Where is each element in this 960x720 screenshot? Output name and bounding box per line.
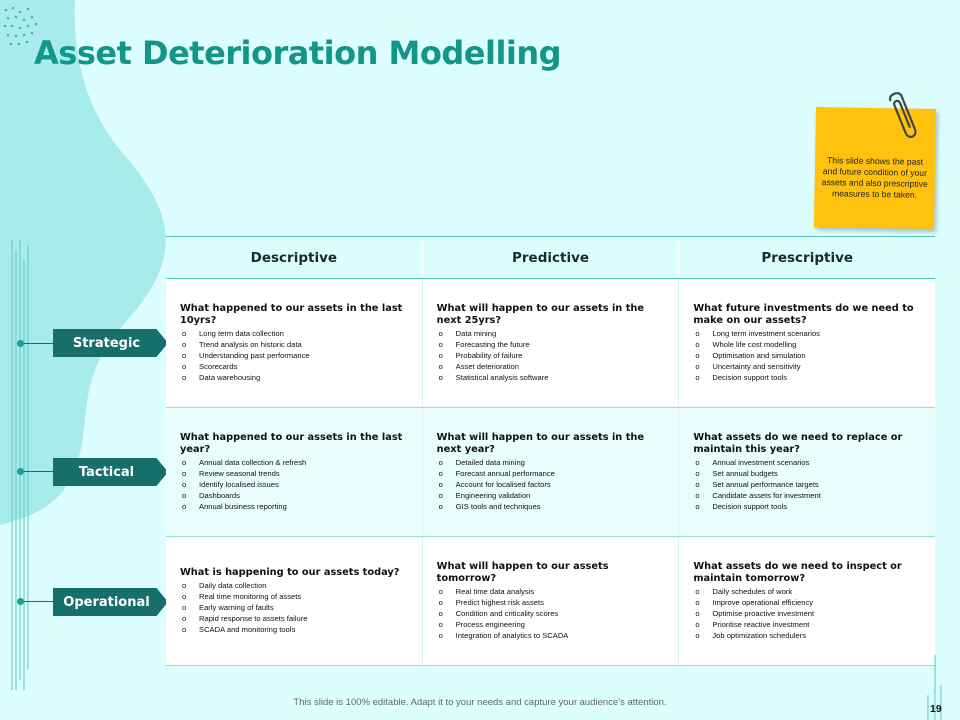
cell-list: Long term investment scenarios Whole lif… — [693, 328, 927, 383]
list-item: Statistical analysis software — [437, 372, 671, 383]
cell-question: What happened to our assets in the last … — [180, 303, 403, 326]
list-item: Optimise proactive investment — [693, 608, 927, 619]
table-cell: What will happen to our assets in the ne… — [421, 408, 679, 536]
list-item: Identify localised issues — [180, 479, 414, 490]
list-item: Dashboards — [180, 490, 414, 501]
list-item: Engineering validation — [437, 490, 671, 501]
footer-text: This slide is 100% editable. Adapt it to… — [293, 697, 667, 708]
list-item: Asset deterioration — [437, 361, 671, 372]
row-label-operational: Operational — [53, 588, 168, 616]
list-item: Long term data collection — [180, 328, 414, 339]
table-row-strategic: What happened to our assets in the last … — [166, 279, 935, 408]
cell-question: What assets do we need to replace or mai… — [693, 432, 903, 455]
background-blob — [0, 0, 166, 525]
list-item: Annual data collection & refresh — [180, 457, 414, 468]
cell-list: Daily schedules of work Improve operatio… — [693, 586, 927, 641]
list-item: SCADA and monitoring tools — [180, 624, 414, 635]
corner-lines-decoration — [927, 655, 942, 720]
table-cell: What happened to our assets in the last … — [166, 279, 422, 407]
deterioration-table: Descriptive Predictive Prescriptive What… — [166, 236, 935, 666]
list-item: Prioritise reactive investment — [693, 619, 927, 630]
list-item: Optimisation and simulation — [693, 350, 927, 361]
cell-list: Real time data analysis Predict highest … — [437, 586, 671, 641]
list-item: Daily data collection — [180, 580, 414, 591]
vertical-lines-decoration — [11, 240, 29, 690]
list-item: Data warehousing — [180, 372, 414, 383]
cell-list: Annual data collection & refresh Review … — [180, 457, 414, 512]
list-item: Scorecards — [180, 361, 414, 372]
cell-list: Data mining Forecasting the future Proba… — [437, 328, 671, 383]
list-item: Probability of failure — [437, 350, 671, 361]
list-item: GIS tools and techniques — [437, 501, 671, 512]
table-row-tactical: What happened to our assets in the last … — [166, 408, 935, 537]
paperclip-icon — [888, 92, 917, 138]
column-header-descriptive: Descriptive — [250, 249, 338, 266]
list-item: Early warning of faults — [180, 602, 414, 613]
list-item: Data mining — [437, 328, 671, 339]
cell-list: Detailed data mining Forecast annual per… — [437, 457, 671, 512]
strategic-connector — [17, 340, 54, 347]
page-number: 19 — [930, 703, 942, 715]
cell-question: What will happen to our assets in the ne… — [436, 432, 644, 455]
list-item: Understanding past performance — [180, 350, 414, 361]
list-item: Account for localised factors — [437, 479, 671, 490]
list-item: Set annual performance targets — [693, 479, 927, 490]
list-item: Improve operational efficiency — [693, 597, 927, 608]
table-cell: What will happen to our assets in the ne… — [421, 279, 679, 407]
cell-list: Annual investment scenarios Set annual b… — [693, 457, 927, 512]
list-item: Process engineering — [437, 619, 671, 630]
list-item: Review seasonal trends — [180, 468, 414, 479]
list-item: Integration of analytics to SCADA — [437, 630, 671, 641]
table-cell: What happened to our assets in the last … — [166, 408, 422, 536]
row-label-strategic: Strategic — [53, 329, 168, 357]
list-item: Daily schedules of work — [693, 586, 927, 597]
list-item: Forecast annual performance — [437, 468, 671, 479]
list-item: Predict highest risk assets — [437, 597, 671, 608]
cell-question: What assets do we need to inspect or mai… — [693, 561, 902, 584]
list-item: Uncertainty and sensitivity — [693, 361, 927, 372]
list-item: Annual business reporting — [180, 501, 414, 512]
table-header: Descriptive Predictive Prescriptive — [166, 237, 935, 279]
tactical-connector — [17, 468, 54, 475]
list-item: Long term investment scenarios — [693, 328, 927, 339]
sticky-note-text: This slide shows the past and future con… — [821, 155, 928, 200]
cell-question: What future investments do we need to ma… — [693, 303, 914, 326]
list-item: Condition and criticality scores — [437, 608, 671, 619]
operational-connector — [17, 598, 54, 605]
list-item: Detailed data mining — [437, 457, 671, 468]
list-item: Forecasting the future — [437, 339, 671, 350]
list-item: Decision support tools — [693, 372, 927, 383]
list-item: Trend analysis on historic data — [180, 339, 414, 350]
table-cell: What assets do we need to replace or mai… — [678, 408, 935, 536]
list-item: Job optimization schedulers — [693, 630, 927, 641]
row-label-tactical: Tactical — [53, 458, 168, 486]
column-header-predictive: Predictive — [421, 237, 679, 278]
table-row-operational: What is happening to our assets today? D… — [166, 537, 935, 666]
dot-pattern-decoration — [3, 6, 38, 46]
cell-list: Daily data collection Real time monitori… — [180, 580, 414, 635]
list-item: Real time data analysis — [437, 586, 671, 597]
page-title: Asset Deterioration Modelling — [34, 34, 562, 72]
list-item: Set annual budgets — [693, 468, 927, 479]
table-cell: What is happening to our assets today? D… — [166, 537, 422, 665]
list-item: Candidate assets for investment — [693, 490, 927, 501]
column-header-prescriptive: Prescriptive — [678, 237, 935, 278]
list-item: Real time monitoring of assets — [180, 591, 414, 602]
list-item: Decision support tools — [693, 501, 927, 512]
cell-question: What is happening to our assets today? — [180, 567, 400, 578]
table-cell: What assets do we need to inspect or mai… — [678, 537, 935, 665]
list-item: Rapid response to assets failure — [180, 613, 414, 624]
cell-question: What will happen to our assets tomorrow? — [436, 561, 609, 584]
list-item: Annual investment scenarios — [693, 457, 927, 468]
table-cell: What will happen to our assets tomorrow?… — [421, 537, 679, 665]
table-cell: What future investments do we need to ma… — [678, 279, 935, 407]
list-item: Whole life cost modelling — [693, 339, 927, 350]
cell-question: What happened to our assets in the last … — [180, 432, 403, 455]
cell-question: What will happen to our assets in the ne… — [436, 303, 644, 326]
cell-list: Long term data collection Trend analysis… — [180, 328, 414, 383]
